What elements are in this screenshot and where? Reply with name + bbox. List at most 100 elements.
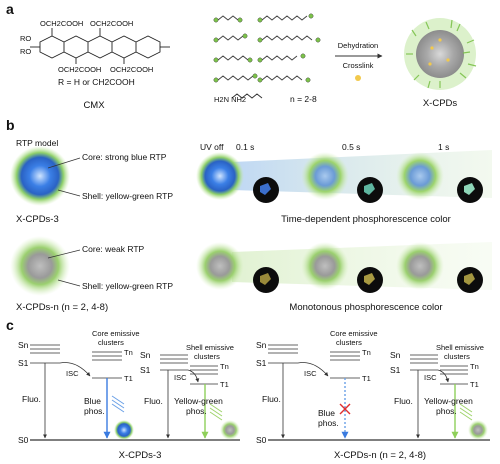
blue-phos-l2: phos. (84, 406, 105, 416)
isc-right-2: ISC (424, 373, 437, 382)
n-range: n = 2-8 (290, 94, 317, 104)
rtp-model-particle-1 (10, 146, 70, 206)
diagram-right-label: X-CPDs-n (n = 2, 4-8) (334, 450, 426, 461)
yg-phos-l1: Yellow-green (174, 396, 223, 406)
mono-particle-1 (301, 242, 349, 290)
shell-yg-label-2: Shell: yellow-green RTP (82, 281, 173, 291)
core-strong-label: Core: strong blue RTP (82, 152, 167, 162)
caption-monotonous: Monotonous phosphorescence color (289, 302, 442, 313)
t1-right-core: T1 (362, 374, 371, 383)
product-particle (404, 18, 477, 90)
sn-left: Sn (18, 340, 29, 350)
time-label-1: 0.5 s (342, 142, 360, 152)
photo-thumbnails-2 (253, 267, 483, 293)
time-particle-1 (301, 152, 349, 200)
tn-right-shell: Tn (470, 362, 479, 371)
blue-phos-l1: Blue (84, 396, 101, 406)
cmx-structure (30, 28, 170, 64)
isc-right-1: ISC (304, 369, 317, 378)
r-definition: R = H or CH2COOH (58, 77, 135, 87)
isc-left-1: ISC (66, 369, 79, 378)
yg-phos-r1: Yellow-green (424, 396, 473, 406)
fluo-left-1: Fluo. (22, 394, 41, 404)
cmx-sub-top-1: OCH2COOH (40, 19, 83, 28)
t1-left-shell: T1 (220, 380, 229, 389)
panel-c: c Sn S1 S (6, 317, 490, 461)
s0-left: S0 (18, 435, 29, 445)
fluo-left-2: Fluo. (144, 396, 163, 406)
core-clusters-l2: clusters (98, 338, 124, 347)
yg-phos-l2: phos. (186, 406, 207, 416)
shell-pointer-1 (57, 189, 81, 197)
shell-yg-label-1: Shell: yellow-green RTP (82, 191, 173, 201)
energy-diagram-right (268, 344, 490, 441)
arrow-bottom-label: Crosslink (343, 61, 374, 70)
caption-time-dependent: Time-dependent phosphorescence color (281, 214, 451, 225)
t1-right-shell: T1 (470, 380, 479, 389)
cmx-sub-bot-1: OCH2COOH (58, 65, 101, 74)
fluo-right-1: Fluo. (262, 394, 281, 404)
sample-1-label: X-CPDs-3 (16, 214, 59, 225)
diagram-left-label: X-CPDs-3 (119, 450, 162, 461)
blocked-emission-cross-icon (339, 403, 351, 415)
core-pointer-1 (47, 157, 81, 169)
crosslink-dot (355, 75, 361, 81)
panel-b: b RTP model Core: strong blue RTP Shell:… (6, 117, 492, 313)
core-pointer-2 (47, 249, 81, 259)
blue-phos-r2: phos. (318, 418, 339, 428)
energy-diagram-left (30, 344, 240, 441)
time-particle-2 (396, 152, 444, 200)
shell-clusters-l1: Shell emissive (186, 343, 234, 352)
core-clusters-r1: Core emissive (330, 329, 378, 338)
s1-left-2: S1 (140, 365, 151, 375)
t1-left-core: T1 (124, 374, 133, 383)
time-label-2: 1 s (438, 142, 449, 152)
uv-off-label: UV off (200, 142, 224, 152)
shell-clusters-l2: clusters (194, 352, 220, 361)
panel-c-letter: c (6, 317, 14, 333)
product-label: X-CPDs (423, 98, 458, 109)
blue-phos-r1: Blue (318, 408, 335, 418)
cmx-sub-bot-2: OCH2COOH (110, 65, 153, 74)
isc-left-2: ISC (174, 373, 187, 382)
yg-phos-r2: phos. (436, 406, 457, 416)
s1-left: S1 (18, 358, 29, 368)
panel-b-letter: b (6, 117, 15, 133)
diamine-generic-chain (231, 93, 263, 99)
tn-left-shell: Tn (220, 362, 229, 371)
cmx-ro-1: RO (20, 34, 31, 43)
shell-clusters-r2: clusters (444, 352, 470, 361)
mono-particle-2 (396, 242, 444, 290)
fluo-right-2: Fluo. (394, 396, 413, 406)
core-clusters-r2: clusters (336, 338, 362, 347)
time-particle-0 (196, 152, 244, 200)
tn-right-core: Tn (362, 348, 371, 357)
shell-pointer-2 (57, 279, 81, 287)
diamine-chains (217, 15, 313, 81)
cmx-ro-2: RO (20, 47, 31, 56)
photo-thumbnails-1 (253, 177, 483, 203)
core-weak-label: Core: weak RTP (82, 244, 145, 254)
sample-2-label: X-CPDs-n (n = 2, 4-8) (16, 302, 108, 313)
s0-right: S0 (256, 435, 267, 445)
s1-right-2: S1 (390, 365, 401, 375)
panel-a-letter: a (6, 1, 14, 17)
cmx-sub-top-2: OCH2COOH (90, 19, 133, 28)
mono-particle-0 (196, 242, 244, 290)
sn-left-2: Sn (140, 350, 151, 360)
shell-clusters-r1: Shell emissive (436, 343, 484, 352)
time-label-0: 0.1 s (236, 142, 254, 152)
diamine-formula: H2N NH2 (214, 95, 246, 104)
rtp-model-particle-2 (10, 236, 70, 296)
rtp-model-label: RTP model (16, 138, 58, 148)
sn-right-2: Sn (390, 350, 401, 360)
amine-end-dots (213, 13, 321, 83)
sn-right: Sn (256, 340, 267, 350)
s1-right: S1 (256, 358, 267, 368)
cmx-label: CMX (83, 100, 105, 111)
tn-left-core: Tn (124, 348, 133, 357)
arrow-top-label: Dehydration (338, 41, 378, 50)
panel-a: a RO RO OCH2COOH OCH2COOH OCH2COOH OCH2C… (6, 1, 477, 111)
core-clusters-l1: Core emissive (92, 329, 140, 338)
